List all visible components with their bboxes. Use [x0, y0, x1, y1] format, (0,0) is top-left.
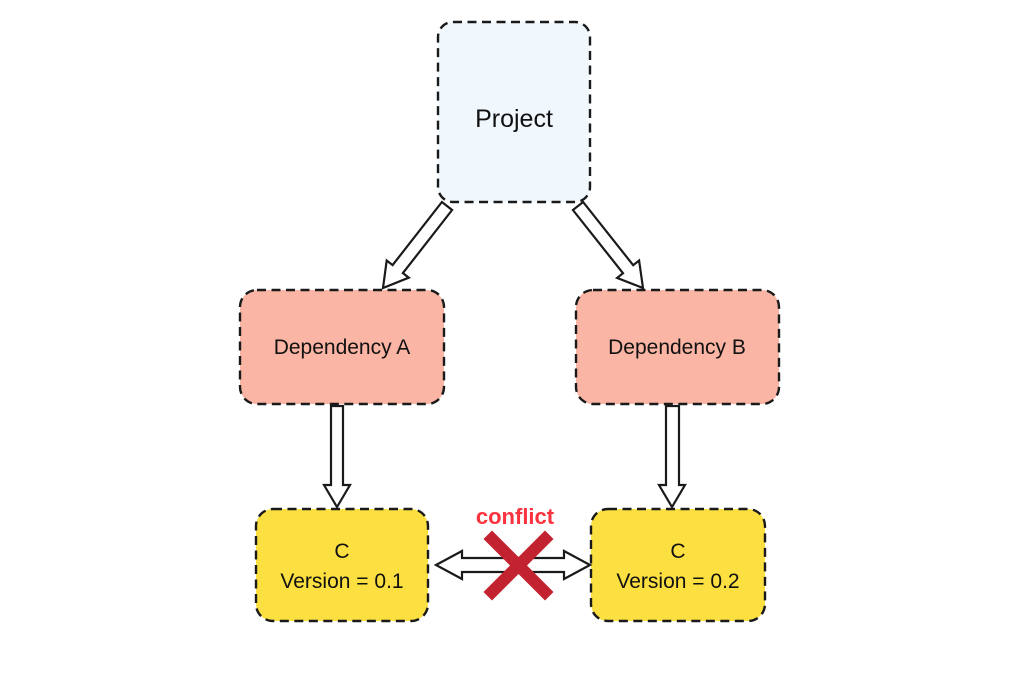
arrow-project-to-dep-a — [381, 200, 454, 290]
node-c-v01-box — [254, 507, 430, 623]
node-project-label: Project — [475, 105, 553, 133]
node-c-v02: C Version = 0.2 — [589, 507, 767, 623]
conflict-x-stroke-2 — [483, 530, 554, 601]
node-dependency-b-label: Dependency B — [608, 336, 746, 359]
node-dependency-b: Dependency B — [574, 288, 781, 406]
node-dependency-a-box — [238, 288, 446, 406]
node-c-v02-box — [589, 507, 767, 623]
node-dependency-a: Dependency A — [238, 288, 446, 406]
conflict-label: conflict — [476, 504, 555, 529]
node-c-v02-version-label: Version = 0.2 — [616, 570, 739, 593]
node-c-v01-label: C — [334, 540, 349, 563]
node-dependency-b-box — [574, 288, 781, 406]
node-c-v02-label: C — [670, 540, 685, 563]
arrow-project-to-dep-b — [571, 200, 645, 290]
node-c-v01: C Version = 0.1 — [254, 507, 430, 623]
node-project-box — [436, 20, 592, 204]
arrow-dep-a-to-c1 — [322, 404, 352, 510]
node-c-v01-version-label: Version = 0.1 — [280, 570, 403, 593]
node-dependency-a-label: Dependency A — [274, 336, 411, 359]
arrow-dep-b-to-c2 — [657, 404, 687, 510]
node-project: Project — [436, 20, 592, 204]
conflict-x-icon — [483, 530, 554, 601]
